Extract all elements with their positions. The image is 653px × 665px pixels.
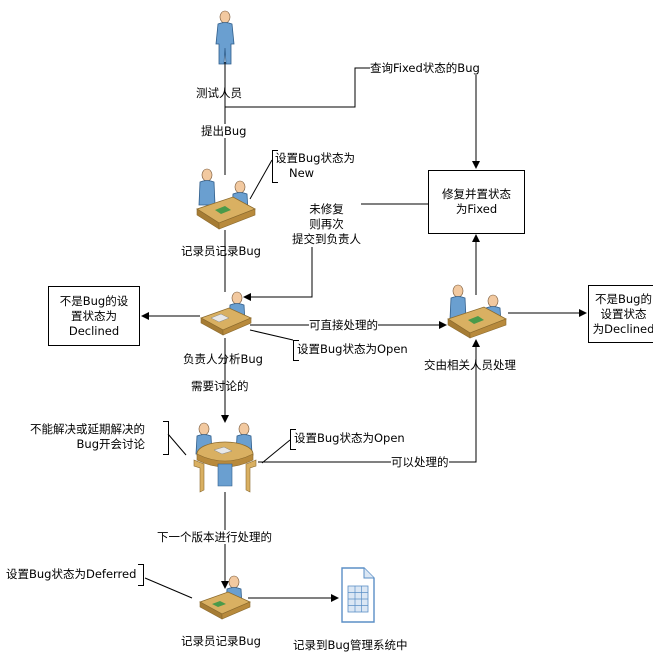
callout-line-new xyxy=(249,159,273,200)
set-open-bracket-1 xyxy=(293,340,299,361)
next-version-label: 下一个版本进行处理的 xyxy=(157,530,272,544)
recorder-bottom-desk-icon xyxy=(198,574,252,620)
meeting-note-line2: Bug开会讨论 xyxy=(76,437,145,451)
can-handle-label: 可以处理的 xyxy=(391,455,449,469)
meeting-note: 不能解决或延期解决的 Bug开会讨论 xyxy=(30,422,145,452)
callout-line-deferred xyxy=(144,577,193,599)
declined-right-line1: 不是Bug的 xyxy=(595,291,652,306)
callout-line-open-1 xyxy=(249,329,294,341)
fix-box-line1: 修复并置状态 xyxy=(442,187,511,201)
not-fixed-note: 未修复 则再次 提交到负责人 xyxy=(292,202,361,247)
set-deferred-bracket xyxy=(138,564,144,586)
declined-left-box: 不是Bug的设 置状态为 Declined xyxy=(48,286,140,346)
meeting-note-line1: 不能解决或延期解决的 xyxy=(30,422,145,436)
owner-analyze-label: 负责人分析Bug xyxy=(183,352,263,366)
direct-handle-label: 可直接处理的 xyxy=(309,318,378,332)
need-discuss-label: 需要讨论的 xyxy=(191,379,249,393)
spreadsheet-document-icon xyxy=(340,566,376,624)
meeting-table-icon xyxy=(190,420,260,494)
not-fixed-line1: 未修复 xyxy=(309,202,344,216)
declined-left-line3: Declined xyxy=(68,323,120,338)
not-fixed-line3: 提交到负责人 xyxy=(292,232,361,246)
set-new-bracket xyxy=(272,150,278,183)
recorder-top-label: 记录员记录Bug xyxy=(181,244,261,258)
query-fixed-label: 查询Fixed状态的Bug xyxy=(370,61,480,75)
set-deferred-note: 设置Bug状态为Deferred xyxy=(6,567,137,581)
set-new-note-line2: New xyxy=(289,166,315,180)
edge-query-fixed xyxy=(225,67,480,169)
callout-line-open-2 xyxy=(261,439,291,464)
set-open-note-2: 设置Bug状态为Open xyxy=(294,431,405,445)
set-open-bracket-2 xyxy=(290,429,296,450)
callout-line-meeting xyxy=(167,433,187,456)
fix-box-line2: 为Fixed xyxy=(455,202,498,216)
recorder-bottom-label: 记录员记录Bug xyxy=(181,634,261,648)
set-open-note-1: 设置Bug状态为Open xyxy=(297,342,408,356)
declined-right-line2: 设置状态 xyxy=(600,306,647,321)
declined-right-box: 不是Bug的 设置状态 为Declined xyxy=(588,285,653,343)
set-new-note-line1: 设置Bug状态为 xyxy=(275,151,355,165)
meeting-bracket xyxy=(163,421,169,455)
recorder-desk-icon xyxy=(193,165,257,231)
declined-right-line3: 为Declined xyxy=(592,321,653,336)
edge-meeting-to-related xyxy=(258,339,480,463)
related-handle-desk-icon xyxy=(444,283,508,339)
declined-left-line1: 不是Bug的设 xyxy=(59,293,129,308)
related-handle-label: 交由相关人员处理 xyxy=(424,358,516,372)
declined-left-line2: 置状态为 xyxy=(71,308,117,323)
record-system-label: 记录到Bug管理系统中 xyxy=(293,638,408,652)
edge-not-fixed-resubmit xyxy=(243,203,428,301)
set-new-note: 设置Bug状态为 New xyxy=(275,151,355,181)
tester-person-icon xyxy=(212,10,238,66)
fix-and-set-fixed-box: 修复并置状态 为Fixed xyxy=(428,170,525,234)
not-fixed-line2: 则再次 xyxy=(309,217,344,231)
tester-label: 测试人员 xyxy=(196,86,242,100)
submit-bug-label: 提出Bug xyxy=(201,124,247,138)
owner-desk-icon xyxy=(199,290,253,336)
